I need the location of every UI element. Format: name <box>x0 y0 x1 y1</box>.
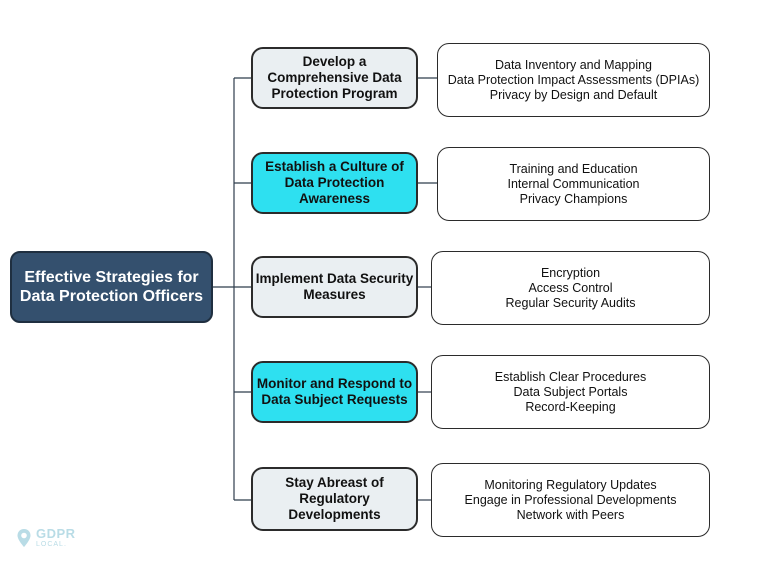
branch-label: Stay Abreast of Regulatory Developments <box>285 475 384 522</box>
branch-label: Monitor and Respond to Data Subject Requ… <box>256 376 413 407</box>
leaf-item: Establish Clear Procedures <box>494 369 647 384</box>
leaf-item: Record-Keeping <box>525 399 616 414</box>
branch-label: Develop a Comprehensive Data Protection … <box>267 54 402 101</box>
leaf-item: Data Inventory and Mapping <box>494 57 653 72</box>
leaf-item: Data Protection Impact Assessments (DPIA… <box>447 72 700 87</box>
leaf-node-develop-program: Data Inventory and Mapping Data Protecti… <box>437 43 710 117</box>
logo-main-text: GDPR <box>36 526 76 541</box>
leaf-item: Internal Communication <box>507 176 640 191</box>
leaf-item: Encryption <box>540 265 601 280</box>
location-pin-icon <box>17 528 31 547</box>
leaf-item: Privacy by Design and Default <box>489 87 658 102</box>
branch-label: Establish a Culture of Data Protection A… <box>265 159 404 206</box>
branch-node-culture-awareness: Establish a Culture of Data Protection A… <box>251 152 418 214</box>
gdpr-local-logo: GDPR LOCAL. <box>16 527 76 548</box>
leaf-item: Engage in Professional Developments <box>464 492 677 507</box>
leaf-node-culture-awareness: Training and Education Internal Communic… <box>437 147 710 221</box>
branch-node-regulatory-developments: Stay Abreast of Regulatory Developments <box>251 467 418 531</box>
leaf-item: Training and Education <box>509 161 638 176</box>
root-label: Effective Strategies for Data Protection… <box>19 269 204 305</box>
leaf-item: Access Control <box>528 280 613 295</box>
leaf-item: Data Subject Portals <box>513 384 628 399</box>
branch-node-develop-program: Develop a Comprehensive Data Protection … <box>251 47 418 109</box>
branch-node-subject-requests: Monitor and Respond to Data Subject Requ… <box>251 361 418 423</box>
leaf-node-regulatory-developments: Monitoring Regulatory Updates Engage in … <box>431 463 710 537</box>
leaf-node-security-measures: Encryption Access Control Regular Securi… <box>431 251 710 325</box>
leaf-node-subject-requests: Establish Clear Procedures Data Subject … <box>431 355 710 429</box>
leaf-item: Network with Peers <box>516 507 625 522</box>
leaf-item: Monitoring Regulatory Updates <box>484 477 657 492</box>
branch-label: Implement Data Security Measures <box>255 271 414 302</box>
leaf-item: Privacy Champions <box>519 191 628 206</box>
branch-node-security-measures: Implement Data Security Measures <box>251 256 418 318</box>
leaf-item: Regular Security Audits <box>505 295 636 310</box>
root-node: Effective Strategies for Data Protection… <box>10 251 213 323</box>
logo-sub-text: LOCAL. <box>36 541 67 548</box>
